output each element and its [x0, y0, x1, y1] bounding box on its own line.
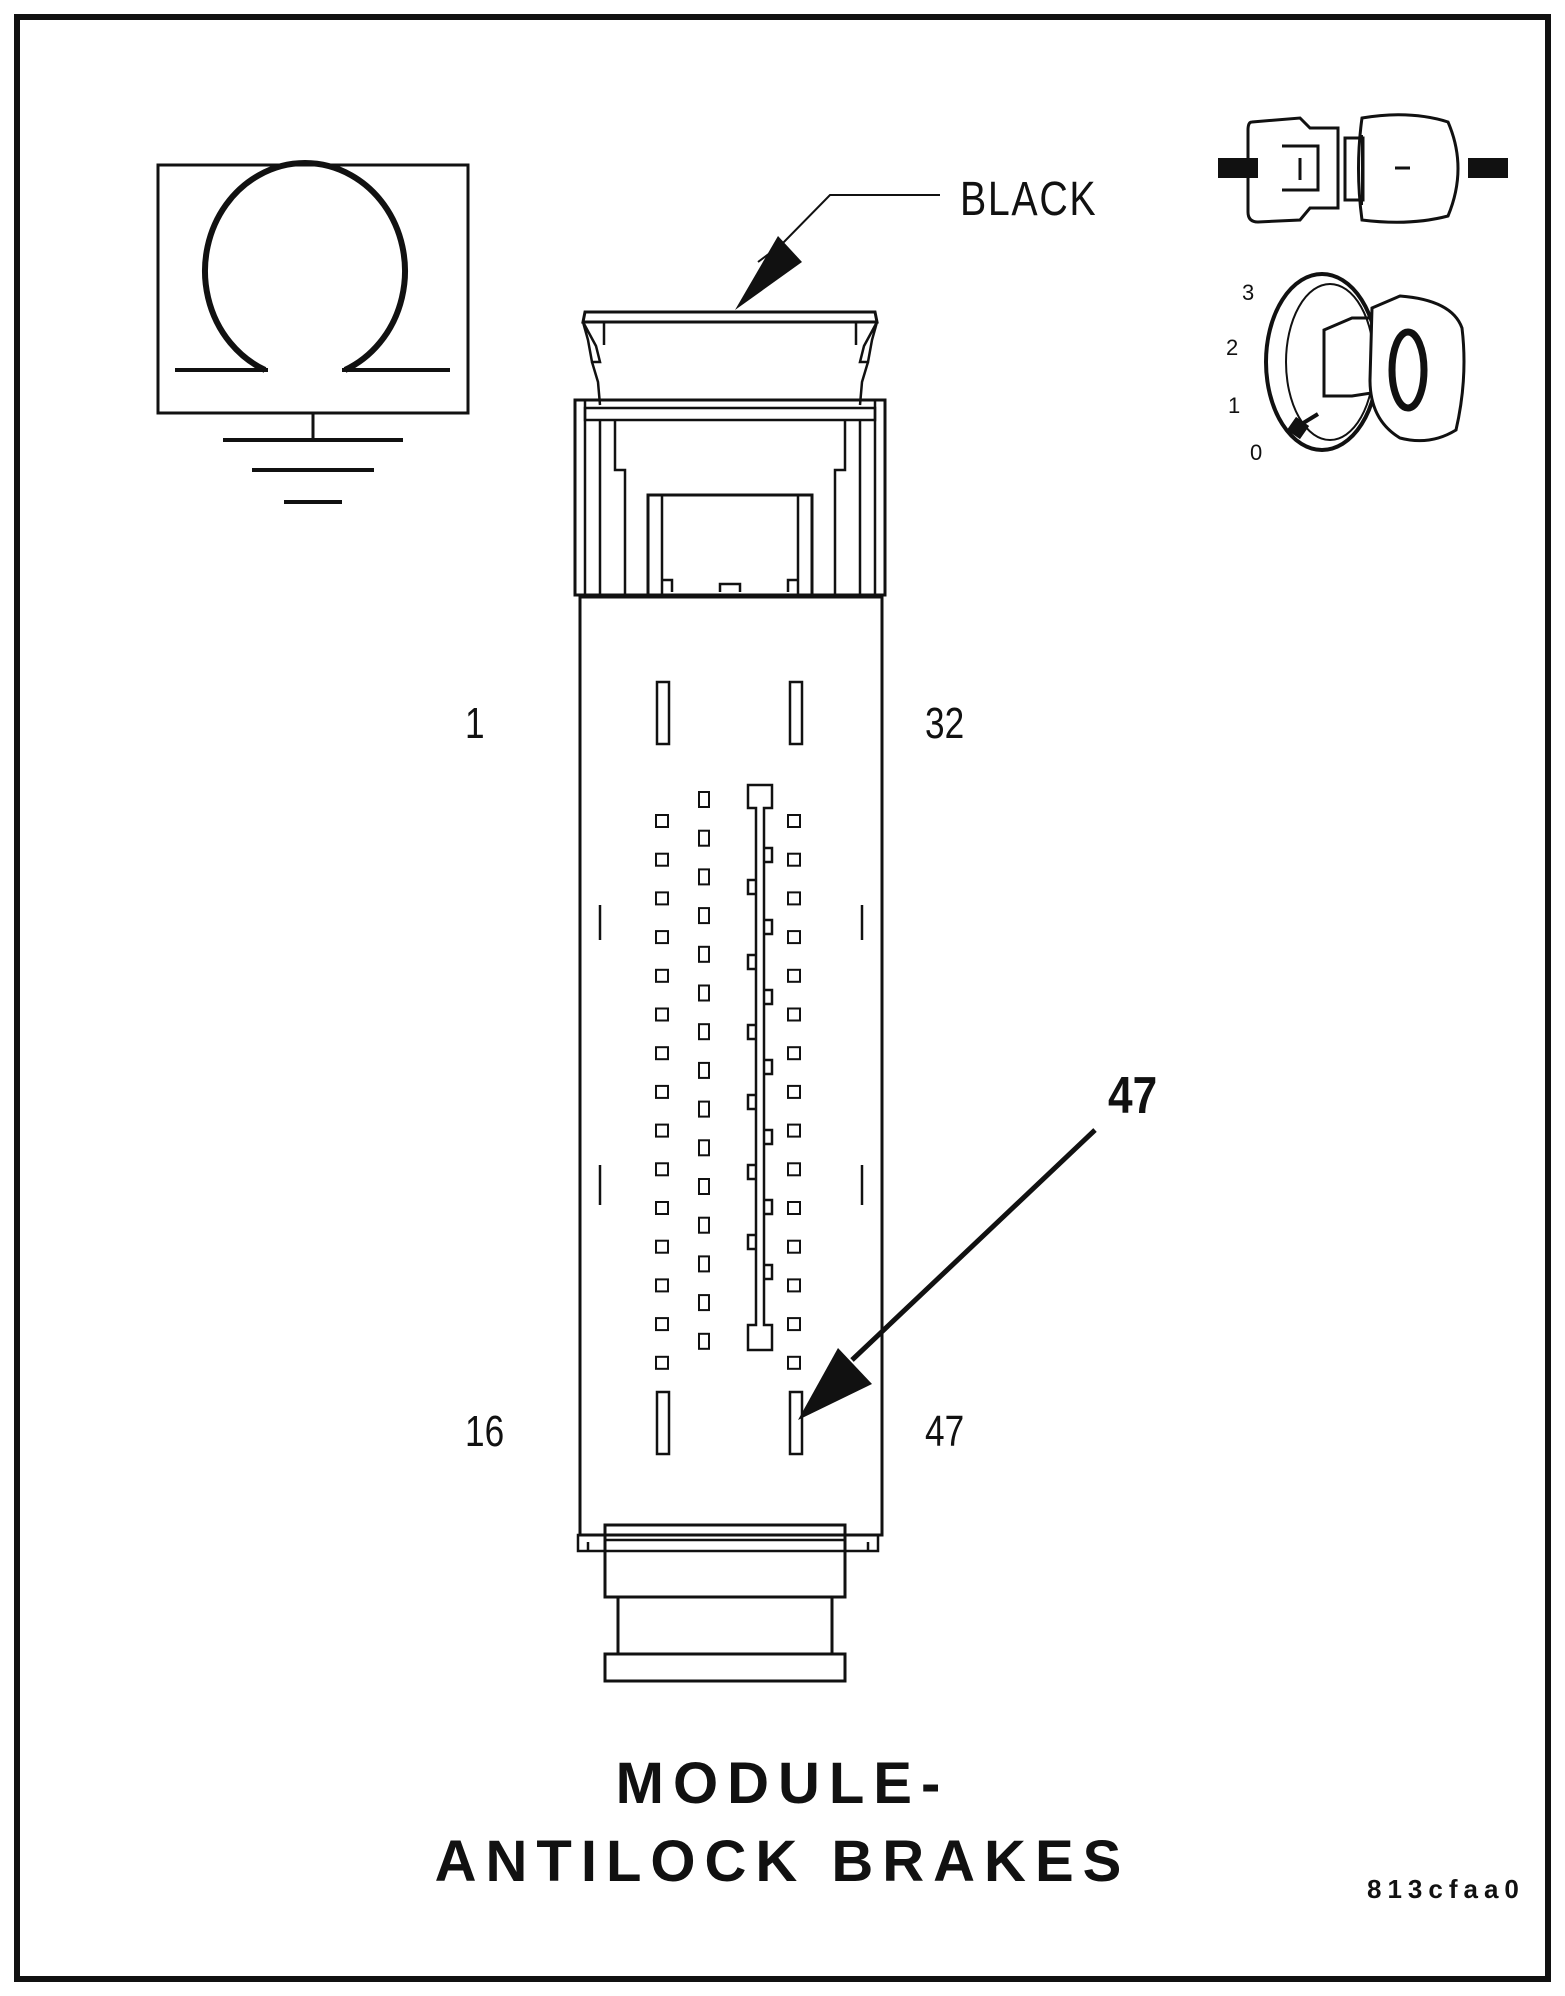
cavity-col-b-6 — [698, 984, 710, 1002]
cavity-col-b-9 — [698, 1100, 710, 1118]
cavity-col-a-11 — [655, 1201, 669, 1215]
cavity-col-a-13 — [655, 1278, 669, 1293]
cavity-col-b-12 — [698, 1216, 710, 1234]
cavity-col-b-11 — [698, 1178, 710, 1195]
cavity-col-a-6 — [655, 1007, 669, 1022]
cavity-col-b-7 — [698, 1023, 710, 1041]
cavity-col-a-1 — [655, 814, 669, 828]
cavity-col-a-3 — [655, 891, 669, 906]
cavity-col-a-2 — [655, 852, 669, 867]
cavity-col-c-13 — [787, 1278, 801, 1293]
pin-label-32: 32 — [925, 699, 965, 748]
cavity-col-c-6 — [787, 1007, 801, 1022]
pin-cavity-grid — [655, 791, 801, 1370]
cavity-col-b-3 — [698, 868, 710, 886]
cavity-col-c-10 — [787, 1162, 801, 1177]
cavity-col-b-5 — [698, 945, 710, 963]
cavity-col-b-1 — [698, 791, 710, 808]
cavity-col-c-8 — [787, 1084, 801, 1099]
cavity-col-a-15 — [655, 1355, 669, 1370]
cavity-col-c-1 — [787, 814, 801, 828]
cavity-col-c-11 — [787, 1201, 801, 1215]
pin-label-47: 47 — [925, 1407, 965, 1456]
cavity-col-b-10 — [698, 1139, 710, 1157]
cavity-col-b-15 — [698, 1332, 710, 1350]
cavity-col-c-3 — [787, 891, 801, 906]
callout-47-label: 47 — [1108, 1067, 1158, 1125]
cavity-col-a-8 — [655, 1084, 669, 1099]
cavity-col-c-14 — [787, 1317, 801, 1332]
title-line-2: ANTILOCK BRAKES — [434, 1829, 1131, 1894]
cavity-col-b-4 — [698, 907, 710, 925]
cavity-col-c-4 — [787, 930, 801, 945]
ignition-position-3: 3 — [1242, 280, 1255, 305]
cavity-col-c-15 — [787, 1355, 801, 1370]
cavity-col-c-12 — [787, 1239, 801, 1254]
cavity-col-b-2 — [698, 829, 710, 847]
cavity-col-c-5 — [787, 968, 801, 983]
connector-plug-icon — [1218, 113, 1508, 224]
ignition-position-0: 0 — [1250, 440, 1263, 465]
cavity-col-a-14 — [655, 1317, 669, 1332]
cavity-col-a-10 — [655, 1162, 669, 1177]
pin-label-1: 1 — [465, 699, 485, 748]
cavity-col-a-12 — [655, 1239, 669, 1254]
cavity-col-a-4 — [655, 930, 669, 945]
cavity-col-c-7 — [787, 1046, 801, 1061]
black-leader — [735, 194, 940, 310]
cavity-col-c-2 — [787, 852, 801, 867]
connector-drawing — [573, 310, 887, 1683]
cavity-col-a-9 — [655, 1123, 669, 1138]
ignition-position-1: 1 — [1228, 393, 1241, 418]
cavity-col-c-9 — [787, 1123, 801, 1138]
cavity-col-a-7 — [655, 1046, 669, 1061]
ignition-position-2: 2 — [1226, 335, 1239, 360]
black-color-label: BLACK — [960, 173, 1098, 226]
cavity-col-b-8 — [698, 1061, 710, 1079]
cavity-col-b-14 — [698, 1294, 710, 1312]
title-line-1: MODULE- — [615, 1751, 950, 1816]
cavity-col-a-5 — [655, 968, 669, 983]
cavity-col-b-13 — [698, 1255, 710, 1273]
callout-47-arrow — [798, 1128, 1097, 1420]
ignition-key-icon — [1264, 272, 1466, 452]
figure-code: 813cfaa0 — [1367, 1874, 1525, 1904]
ground-ohm-icon — [156, 160, 470, 504]
pin-label-16: 16 — [465, 1407, 505, 1456]
